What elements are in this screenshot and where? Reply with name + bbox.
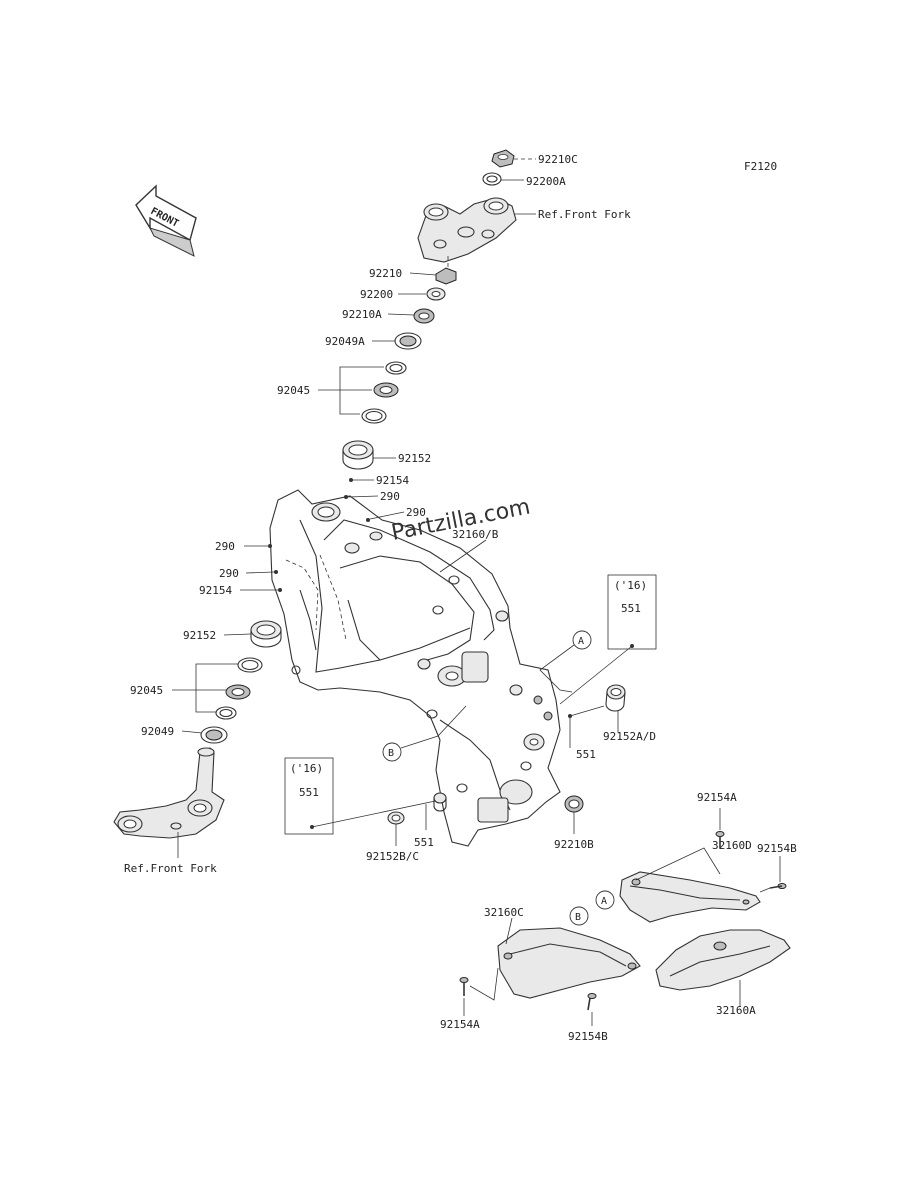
main-frame-icon xyxy=(269,489,561,847)
callout-a-cover xyxy=(595,890,615,910)
svg-text:B: B xyxy=(388,748,394,759)
bushing-551-mid-icon xyxy=(433,792,447,812)
label-92152-left: 92152 xyxy=(183,629,216,642)
label-92154a-bottom: 92154A xyxy=(440,1018,480,1031)
label-92200a: 92200A xyxy=(526,175,566,188)
label-92049a: 92049A xyxy=(325,335,365,348)
callout-b-frame xyxy=(382,742,402,762)
screw-92154b-right-icon xyxy=(769,883,787,889)
label-290-d: 290 xyxy=(219,567,239,580)
label-92152-top: 92152 xyxy=(398,452,431,465)
label-92154b-right: 92154B xyxy=(757,842,797,855)
label-92152bc: 92152B/C xyxy=(366,850,419,863)
label-92200: 92200 xyxy=(360,288,393,301)
bushing-92152ad-icon xyxy=(605,684,626,712)
seal-92049-icon xyxy=(200,726,228,744)
note16-left-part: 551 xyxy=(299,786,319,799)
label-92154b-bottom: 92154B xyxy=(568,1030,608,1043)
label-551-right: 551 xyxy=(576,748,596,761)
label-32160c: 32160C xyxy=(484,906,524,919)
label-92154-left: 92154 xyxy=(199,584,232,597)
nut-92210b-icon xyxy=(564,795,584,813)
screw-92154a-bottom-icon xyxy=(459,977,469,996)
label-290-c: 290 xyxy=(215,540,235,553)
label-290-b: 290 xyxy=(406,506,426,519)
screw-92154b-bottom-icon xyxy=(587,993,597,1011)
washer-92200a-icon xyxy=(482,172,502,186)
bushing-92152bc-icon xyxy=(387,811,405,825)
label-92210a: 92210A xyxy=(342,308,382,321)
note16-right-box xyxy=(607,574,657,650)
figure-code: F2120 xyxy=(744,160,777,173)
bearing-92045-left-icon xyxy=(215,657,263,720)
front-arrow-icon: FRONT xyxy=(135,184,197,257)
frame-cover-32160a-icon xyxy=(655,929,791,991)
label-551-mid: 551 xyxy=(414,836,434,849)
label-32160d: 32160D xyxy=(712,839,752,852)
screw-92154a-top-icon xyxy=(715,831,725,848)
nut-92210-icon xyxy=(435,267,457,285)
frame-cover-32160c-icon xyxy=(497,927,641,999)
note16-right-year: ('16) xyxy=(614,579,647,592)
lower-triple-clamp-icon xyxy=(113,747,225,839)
label-92210b: 92210B xyxy=(554,838,594,851)
label-92045-top: 92045 xyxy=(277,384,310,397)
bearing-92045-top-icon xyxy=(361,361,407,424)
note16-left-year: ('16) xyxy=(290,762,323,775)
label-92154a-top: 92154A xyxy=(697,791,737,804)
ref-front-fork-top: Ref.Front Fork xyxy=(538,208,631,221)
label-92154-top: 92154 xyxy=(376,474,409,487)
label-92049: 92049 xyxy=(141,725,174,738)
svg-text:B: B xyxy=(575,912,581,923)
label-32160b: 32160/B xyxy=(452,528,499,541)
label-92210c: 92210C xyxy=(538,153,578,166)
race-92152-left-icon xyxy=(250,620,282,648)
note16-left-box xyxy=(284,757,334,835)
callout-a-frame xyxy=(572,630,592,650)
callout-b-cover xyxy=(569,906,589,926)
label-92210: 92210 xyxy=(369,267,402,280)
svg-text:A: A xyxy=(578,636,584,647)
svg-text:A: A xyxy=(601,896,607,907)
upper-triple-clamp-icon xyxy=(417,197,517,263)
label-32160a: 32160A xyxy=(716,1004,756,1017)
ref-front-fork-bottom: Ref.Front Fork xyxy=(124,862,217,875)
label-92045-left: 92045 xyxy=(130,684,163,697)
frame-cover-32160d-icon xyxy=(619,871,761,923)
nut-92210c-icon xyxy=(491,149,515,168)
note16-right-part: 551 xyxy=(621,602,641,615)
race-92152-top-icon xyxy=(342,440,374,470)
label-290-a: 290 xyxy=(380,490,400,503)
label-92152ad: 92152A/D xyxy=(603,730,656,743)
